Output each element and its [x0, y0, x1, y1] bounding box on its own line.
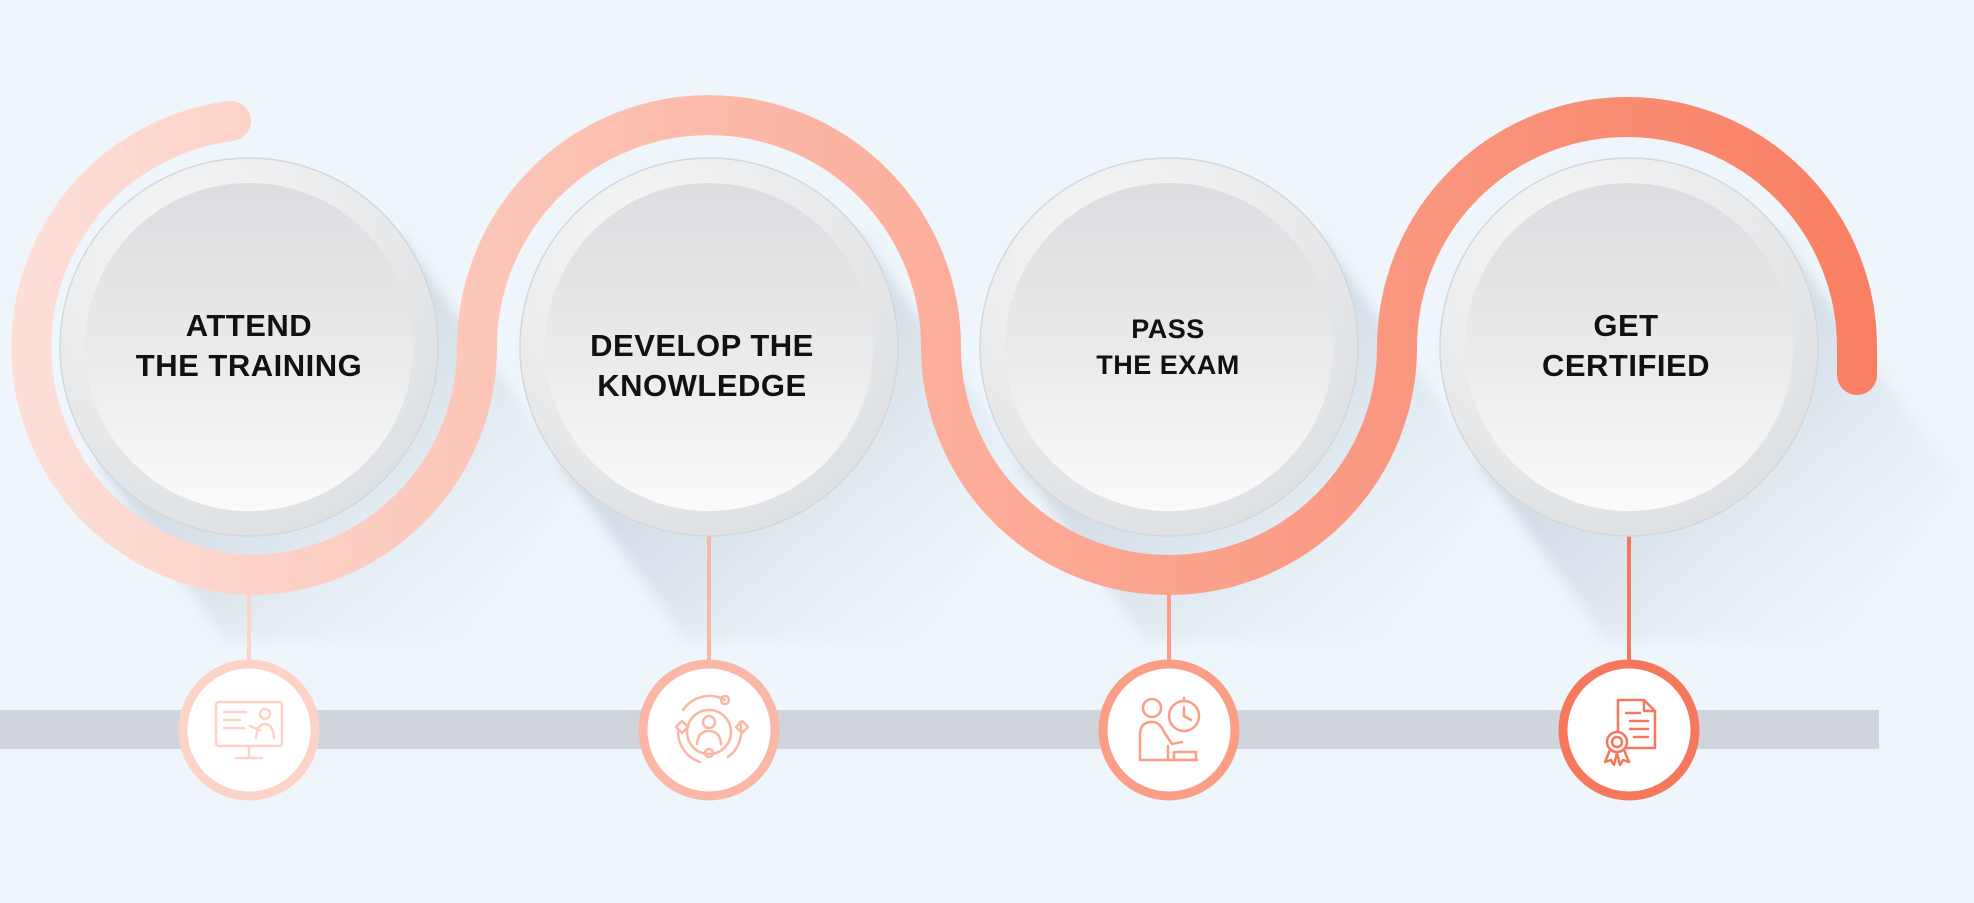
- presentation-screen-icon: [214, 700, 284, 760]
- step-circle-3-face: [1005, 183, 1333, 511]
- connector-stems: [247, 530, 1631, 662]
- serpentine-path: [11, 95, 1877, 596]
- step-label-4-line2: CERTIFIED: [1541, 348, 1711, 383]
- step-circles: [59, 157, 1819, 537]
- step-label-1: ATTEND THE TRAINING: [84, 306, 414, 386]
- knowledge-cycle-icon: [674, 694, 750, 764]
- icon-badges: [178, 659, 1700, 801]
- step-label-3-line2: THE EXAM: [1096, 350, 1240, 380]
- badge-4: [1558, 659, 1700, 801]
- step-label-4-line1: GET: [1593, 308, 1659, 343]
- step-label-2: DEVELOP THE KNOWLEDGE: [537, 326, 867, 406]
- exam-timer-icon: [1138, 696, 1201, 762]
- step-label-1-line1: ATTEND: [185, 308, 313, 343]
- step-label-4: GET CERTIFIED: [1461, 306, 1791, 386]
- step-circle-4-face: [1465, 183, 1793, 511]
- step-label-1-line2: THE TRAINING: [135, 348, 363, 383]
- step-label-2-line1: DEVELOP THE: [590, 328, 814, 363]
- certificate-icon: [1603, 698, 1657, 767]
- step-circle-2-face: [545, 183, 873, 511]
- step-circle-1-face: [85, 183, 413, 511]
- step-label-3-line1: PASS: [1131, 314, 1205, 344]
- step-label-2-line2: KNOWLEDGE: [597, 368, 807, 403]
- badge-3: [1098, 659, 1240, 801]
- badge-2: [638, 659, 780, 801]
- step-label-3: PASS THE EXAM: [1003, 311, 1333, 383]
- badge-1: [178, 659, 320, 801]
